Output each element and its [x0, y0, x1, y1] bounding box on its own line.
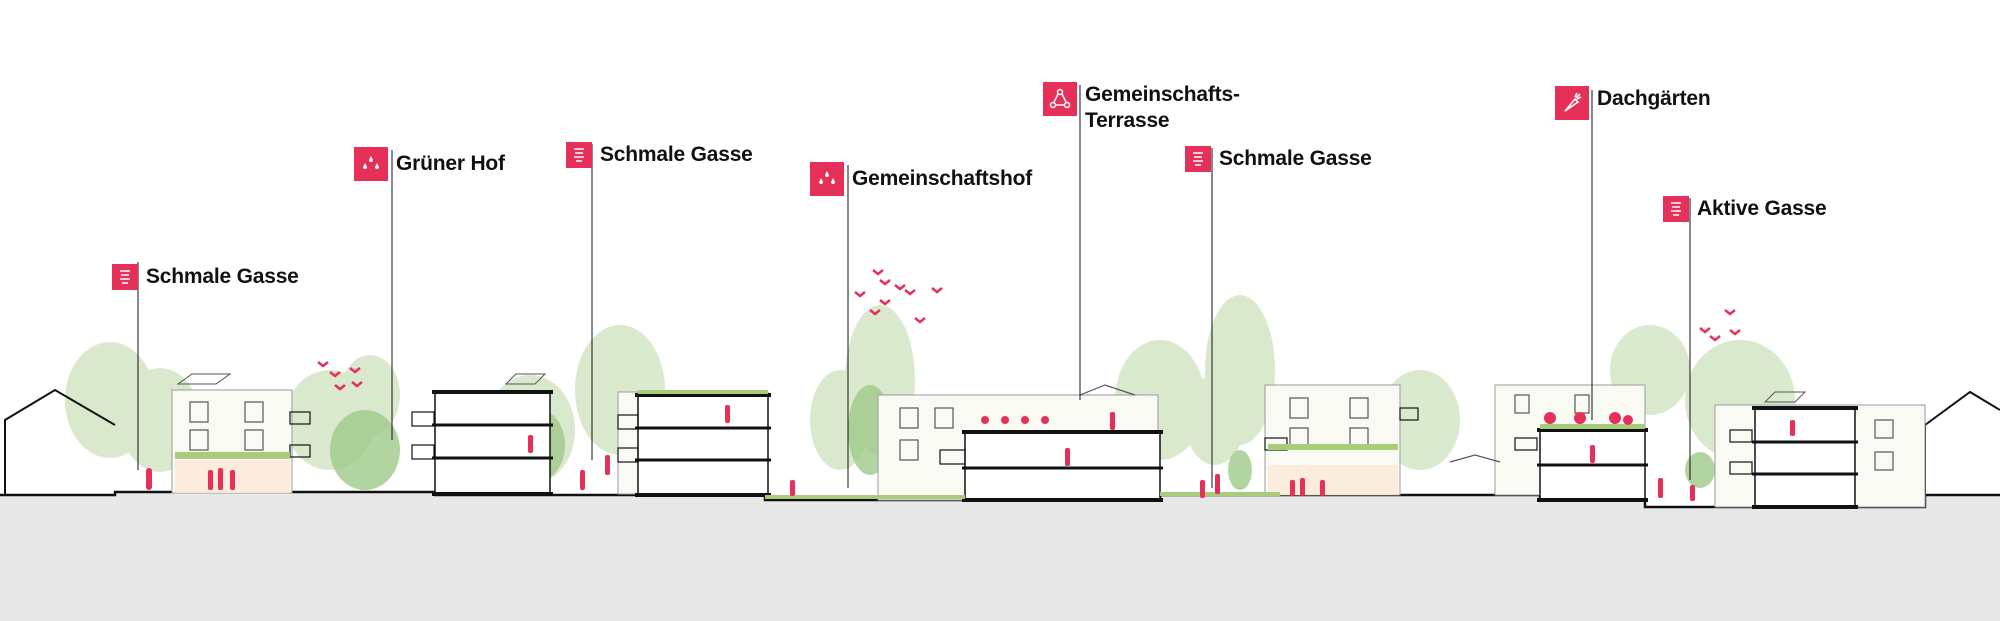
- label-text: Aktive Gasse: [1697, 197, 1827, 220]
- label-aktive-gasse: Aktive Gasse: [1663, 196, 1827, 222]
- label-text: Schmale Gasse: [1219, 147, 1372, 170]
- label-text: Gemeinschafts- Terrasse: [1085, 82, 1240, 134]
- alley-icon: [1663, 196, 1689, 222]
- house-left-outline: [4, 388, 116, 495]
- alley-icon: [566, 142, 592, 168]
- people-figures: [146, 405, 1795, 501]
- pavilion: [1079, 384, 1501, 463]
- label-text: Gemeinschaftshof: [852, 167, 1033, 190]
- label-line-2: Terrasse: [1085, 109, 1170, 132]
- label-text: Schmale Gasse: [600, 143, 753, 166]
- label-gruener-hof: Grüner Hof: [354, 147, 505, 181]
- rooftop-garden-plants: [981, 412, 1633, 425]
- label-gemeinschaftshof: Gemeinschaftshof: [810, 162, 1032, 196]
- balconies: [289, 407, 1753, 475]
- label-text: Dachgärten: [1597, 87, 1711, 110]
- label-schmale-gasse-1: Schmale Gasse: [112, 264, 299, 290]
- alley-icon: [112, 264, 138, 290]
- label-line-1: Gemeinschafts-: [1085, 83, 1240, 106]
- label-schmale-gasse-3: Schmale Gasse: [1185, 146, 1372, 172]
- rain-drops-icon: [354, 147, 388, 181]
- label-gemeinschafts-terrasse: Gemeinschafts- Terrasse: [1043, 82, 1240, 134]
- solar-panels: [176, 373, 1807, 403]
- alley-icon: [1185, 146, 1211, 172]
- birds: [317, 269, 1741, 391]
- house-right-outline: [1924, 390, 2000, 495]
- label-text: Grüner Hof: [396, 152, 505, 175]
- label-text: Schmale Gasse: [146, 265, 299, 288]
- green-roofs: [175, 390, 1645, 499]
- ground: [0, 490, 2000, 621]
- carrot-icon: [1555, 86, 1589, 120]
- leader-lines: [137, 85, 1691, 488]
- label-dachgaerten: Dachgärten: [1555, 86, 1711, 120]
- label-schmale-gasse-2: Schmale Gasse: [566, 142, 753, 168]
- rain-drops-icon: [810, 162, 844, 196]
- community-network-icon: [1043, 82, 1077, 116]
